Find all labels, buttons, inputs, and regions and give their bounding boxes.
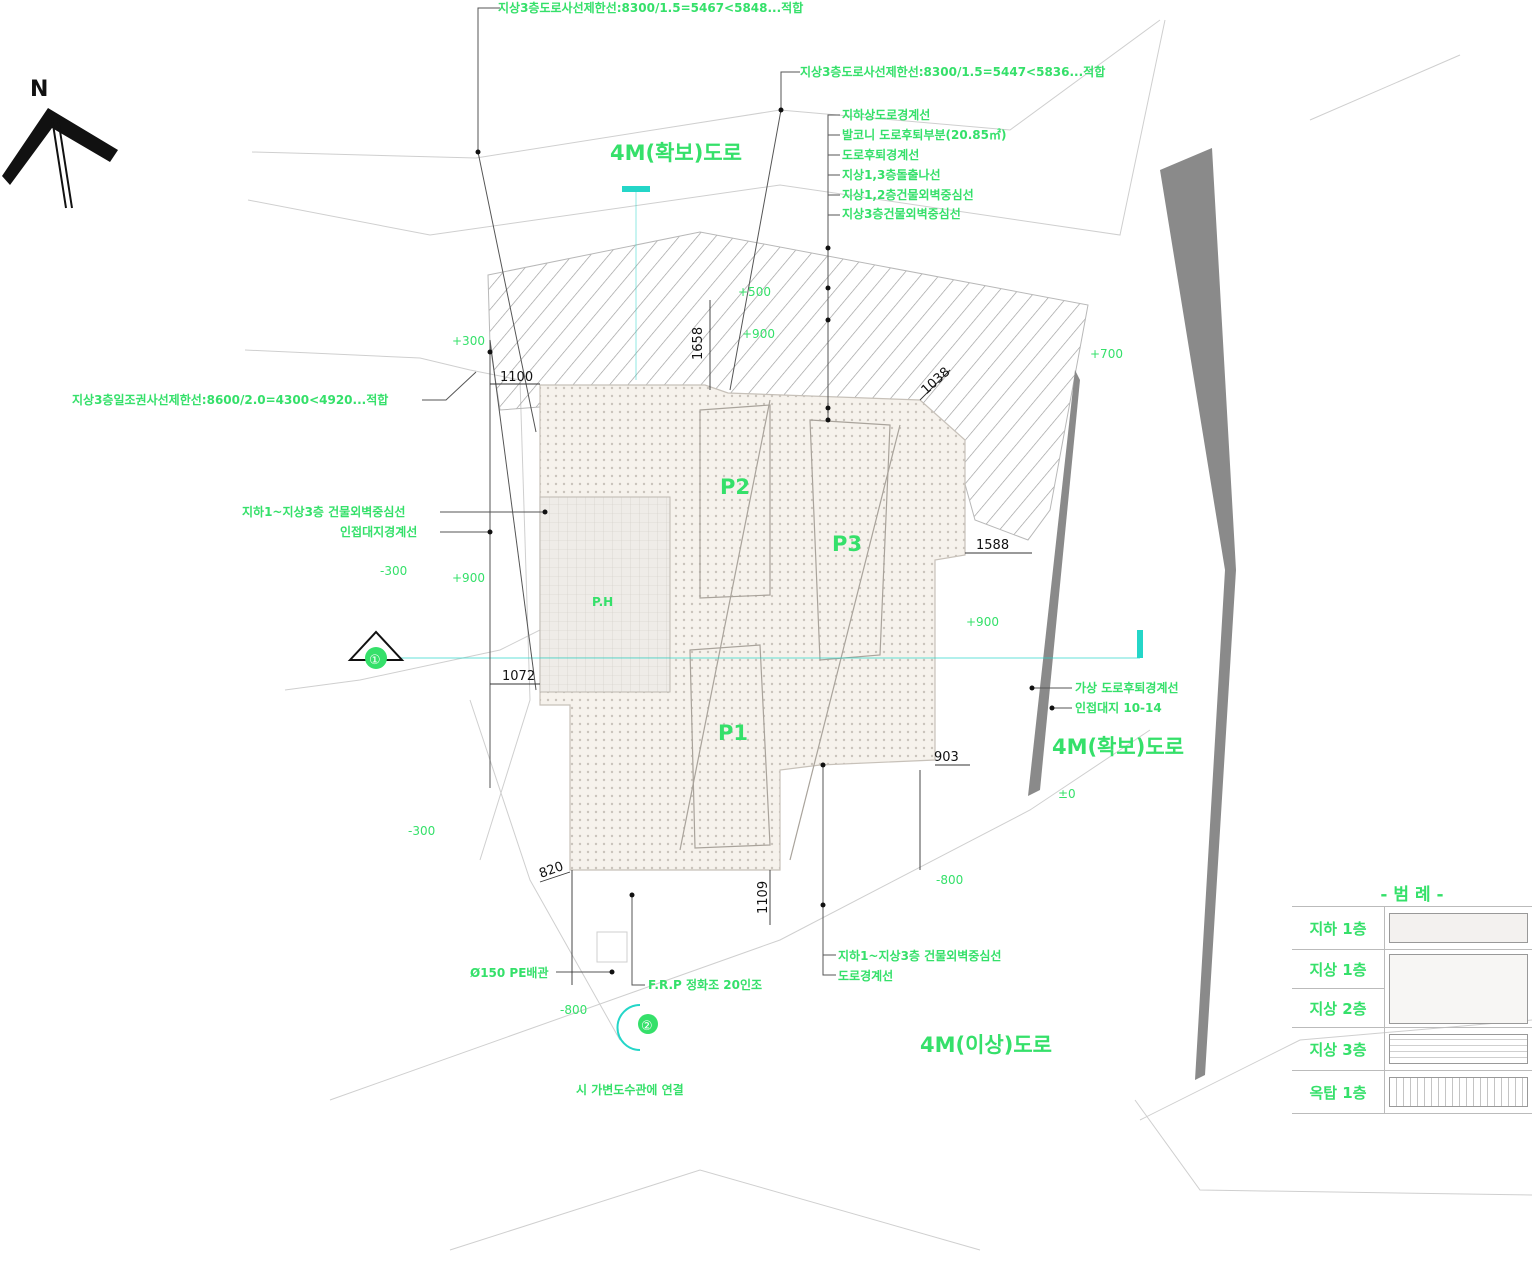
callout-pipe-a: Ø150 PE배관 bbox=[470, 965, 549, 980]
callout-n6: 지상3층건물외벽중심선 bbox=[842, 206, 961, 221]
legend-swatch-third bbox=[1389, 1034, 1528, 1064]
east-road-wedge bbox=[1028, 370, 1080, 796]
dimension-lines bbox=[490, 300, 1032, 985]
callout-south-wall: 지하1~지상3층 건물외벽중심선 bbox=[838, 948, 1001, 963]
section-line bbox=[400, 186, 1143, 659]
callout-bottom-note: 시 가변도수관에 연결 bbox=[576, 1082, 684, 1097]
callout-n5: 지상1,2층건물외벽중심선 bbox=[842, 187, 974, 202]
legend-row: 지상 2층 bbox=[1292, 988, 1532, 1028]
level-east: +700 bbox=[1090, 347, 1123, 361]
zone-label-p1: P1 bbox=[718, 721, 748, 745]
legend-row: 지하 1층 bbox=[1292, 906, 1532, 950]
legend-swatch-ground bbox=[1389, 953, 1528, 1024]
callout-n2: 발코니 도로후퇴부분(20.85㎡) bbox=[842, 127, 1006, 142]
parking-outlines bbox=[679, 399, 901, 861]
level-south: -800 bbox=[560, 1003, 587, 1017]
legend-label: 지상 1층 bbox=[1292, 949, 1385, 989]
level-900a: +900 bbox=[742, 327, 775, 341]
callout-n3: 도로후퇴경계선 bbox=[842, 147, 919, 162]
callout-west-slant: 지상3층일조권사선제한선:8600/2.0=4300<4920...적합 bbox=[72, 392, 388, 407]
dim-1100: 1100 bbox=[500, 370, 533, 385]
leader-dots bbox=[475, 107, 1055, 975]
level-west2: +900 bbox=[452, 571, 485, 585]
legend-table: 지하 1층 지상 1층 지상 2층 지상 3층 옥탑 1층 bbox=[1292, 906, 1532, 1114]
level-sw: -300 bbox=[408, 824, 435, 838]
callout-n4: 지상1,3층돌출나선 bbox=[842, 167, 941, 182]
dim-820: 820 bbox=[537, 859, 565, 882]
dim-1658: 1658 bbox=[691, 327, 706, 360]
road-label-south: 4M(이상)도로 bbox=[920, 1033, 1052, 1057]
level-se: -800 bbox=[936, 873, 963, 887]
road-label-north: 4M(확보)도로 bbox=[610, 141, 742, 165]
callout-west-wall: 지하1~지상3층 건물외벽중심선 bbox=[242, 504, 405, 519]
callout-top1: 지상3층도로사선제한선:8300/1.5=5467<5848...적합 bbox=[498, 0, 803, 15]
legend-swatch-basement bbox=[1389, 913, 1528, 943]
legend-label: 지하 1층 bbox=[1292, 906, 1385, 950]
svg-text:②: ② bbox=[641, 1019, 653, 1034]
callout-west-site: 인접대지경계선 bbox=[340, 524, 417, 539]
section-marker-left: ① bbox=[347, 630, 405, 669]
callout-top2: 지상3층도로사선제한선:8300/1.5=5447<5836...적합 bbox=[800, 64, 1105, 79]
level-west1: -300 bbox=[380, 564, 407, 578]
legend-title: - 범 례 - bbox=[1380, 885, 1444, 905]
zone-label-p3: P3 bbox=[832, 532, 862, 556]
zone-label-ph: P.H bbox=[592, 595, 613, 609]
legend-label: 지상 2층 bbox=[1292, 988, 1385, 1028]
level-e0: ±0 bbox=[1058, 787, 1076, 801]
callout-pipe-b: F.R.P 정화조 20인조 bbox=[648, 977, 762, 992]
dim-903: 903 bbox=[934, 750, 959, 765]
zone-label-p2: P2 bbox=[720, 475, 750, 499]
legend-row: 옥탑 1층 bbox=[1292, 1070, 1532, 1114]
level-300a: +300 bbox=[452, 334, 485, 348]
svg-text:①: ① bbox=[369, 653, 381, 668]
septic-tank bbox=[596, 931, 628, 963]
legend-row: 지상 1층 bbox=[1292, 949, 1532, 1028]
legend-label: 지상 3층 bbox=[1292, 1027, 1385, 1071]
legend-row: 지상 3층 bbox=[1292, 1027, 1532, 1071]
level-top: +500 bbox=[738, 285, 771, 299]
section-marker-bottom: ② bbox=[616, 1004, 658, 1051]
level-mid: +900 bbox=[966, 615, 999, 629]
legend-label: 옥탑 1층 bbox=[1292, 1070, 1385, 1114]
road-label-east: 4M(확보)도로 bbox=[1052, 735, 1184, 759]
callout-n1: 지하상도로경계선 bbox=[842, 107, 930, 122]
dim-1588: 1588 bbox=[976, 538, 1009, 553]
east-road-band bbox=[1160, 148, 1236, 1080]
dim-1109: 1109 bbox=[756, 881, 771, 914]
basement-area bbox=[539, 496, 671, 693]
callout-south-road: 도로경계선 bbox=[838, 968, 893, 983]
north-arrow-icon: N bbox=[2, 77, 118, 209]
callout-east-road: 가상 도로후퇴경계선 bbox=[1075, 680, 1179, 695]
dim-1072: 1072 bbox=[502, 669, 535, 684]
legend-swatch-rooftop bbox=[1389, 1077, 1528, 1107]
callout-east-lot: 인접대지 10-14 bbox=[1075, 700, 1162, 715]
north-label: N bbox=[30, 77, 48, 102]
